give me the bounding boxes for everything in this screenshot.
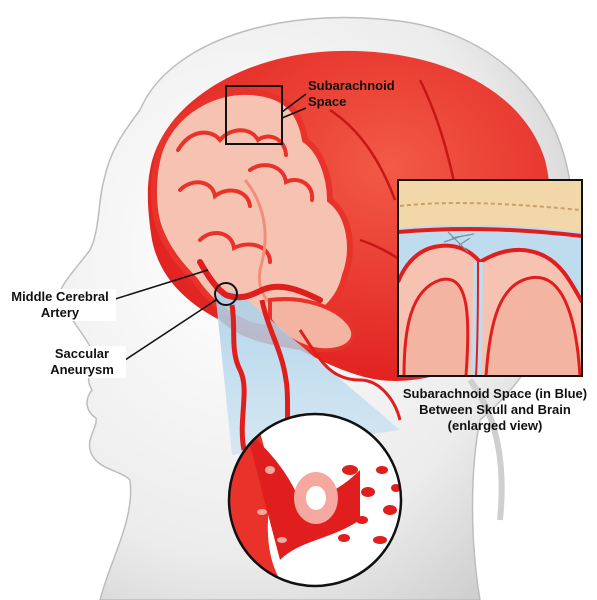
saccular-aneurysm-label: Saccular Aneurysm [38,346,126,378]
saccular-aneurysm-label-line-2: Aneurysm [50,362,114,377]
mca-leader-line [111,269,209,301]
subarachnoid-space-label-line-2: Space [308,94,347,109]
enlarged-inset [398,180,582,376]
subarachnoid-space-label-line-1: Subarachnoid [308,78,395,93]
blood-cells [257,465,401,544]
saccular-aneurysm-label-line-1: Saccular [54,346,110,361]
enlarged-inset-frame [397,179,583,377]
inset-caption-line-1: Subarachnoid Space (in Blue) [402,386,588,401]
magnified-aneurysm-view [227,412,403,588]
middle-cerebral-artery-label-line-2: Artery [40,305,80,320]
aneurysm-marker-circle [214,282,238,306]
middle-cerebral-artery-label: Middle Cerebral Artery [4,289,116,321]
inset-caption-line-2: Between Skull and Brain [419,402,571,417]
subarachnoid-space-label: Subarachnoid Space [306,78,397,110]
artery-network [197,259,402,461]
subarachnoid-leader-line [281,93,307,119]
inset-caption: Subarachnoid Space (in Blue) Between Sku… [392,386,597,434]
aneurysm-leader-line [121,299,217,363]
magnification-cone [215,290,400,455]
inset-caption-line-3: (enlarged view) [447,418,543,433]
subarachnoid-marker-box [225,85,283,145]
middle-cerebral-artery-label-line-1: Middle Cerebral [11,289,109,304]
